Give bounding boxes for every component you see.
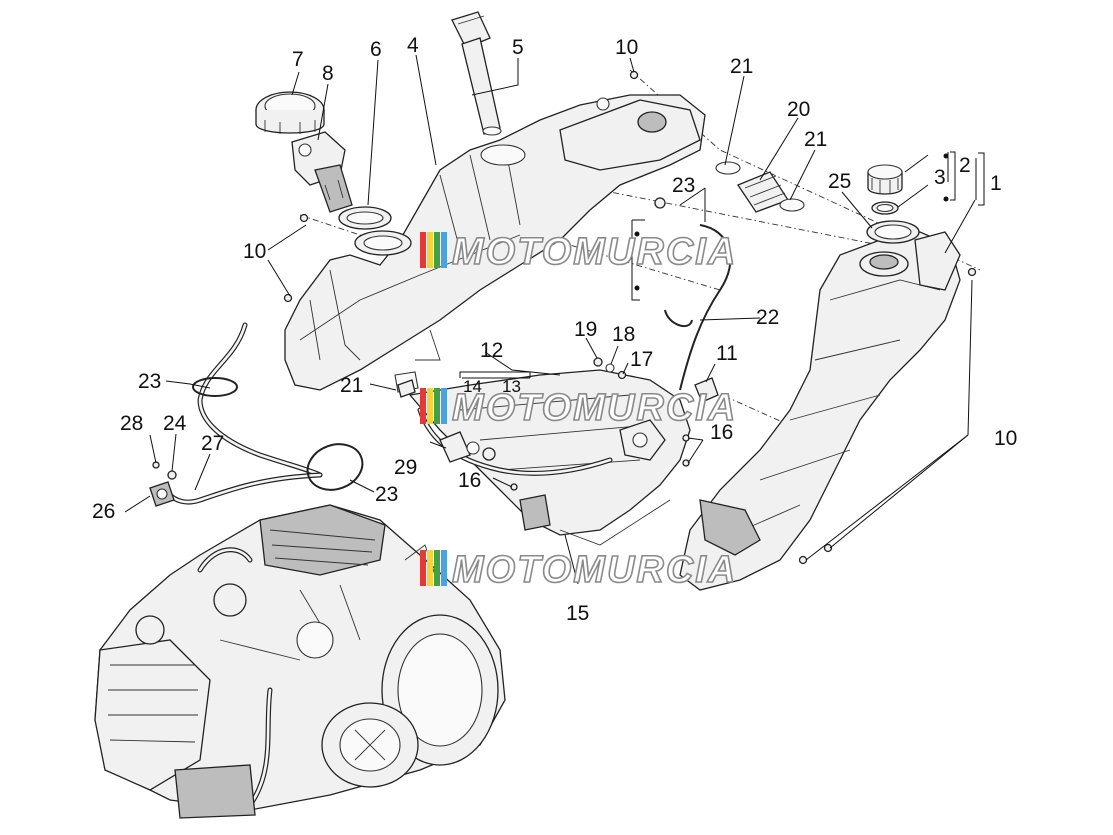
callout-23-left: 23	[138, 370, 161, 393]
leader-lines	[124, 54, 977, 585]
watermark-text: MOTOMURCIA	[452, 231, 737, 273]
callout-19: 19	[574, 318, 597, 341]
watermark-stripe-red	[420, 550, 426, 586]
callout-28: 28	[120, 412, 143, 435]
callout-16-left: 16	[458, 469, 481, 492]
watermark-middle: MOTOMURCIA	[420, 386, 737, 430]
watermark-stripe-green	[434, 232, 440, 268]
callout-15: 15	[566, 602, 589, 625]
watermark-stripe-green	[434, 550, 440, 586]
callout-10-left: 10	[243, 240, 266, 263]
watermark-stripe-blue	[441, 232, 447, 268]
callout-22: 22	[756, 306, 779, 329]
callout-4: 4	[407, 34, 419, 57]
callout-6: 6	[370, 38, 382, 61]
callout-3: 3	[934, 166, 946, 189]
callout-20: 20	[787, 98, 810, 121]
watermark-top: MOTOMURCIA	[420, 230, 737, 274]
callout-16-right: 16	[710, 421, 733, 444]
watermark-stripe-yellow	[427, 550, 433, 586]
watermark-bottom: MOTOMURCIA	[420, 548, 737, 592]
reference-dots	[634, 153, 949, 291]
callout-14: 14	[463, 377, 482, 396]
filler-hose-and-clamps	[397, 161, 805, 398]
callout-23-bottom: 23	[375, 483, 398, 506]
small-fittings	[149, 70, 977, 565]
callout-12: 12	[480, 339, 503, 362]
engine-assembly	[94, 504, 506, 819]
callout-23-middle: 23	[672, 174, 695, 197]
callout-8: 8	[322, 62, 334, 85]
watermark-text: MOTOMURCIA	[452, 387, 737, 429]
callout-13: 13	[502, 377, 521, 396]
callout-18: 18	[612, 323, 635, 346]
callout-27: 27	[201, 432, 224, 455]
lower-tank-body	[408, 369, 691, 546]
callout-11: 11	[716, 342, 738, 365]
callout-1: 1	[990, 172, 1002, 195]
watermark-stripe-yellow	[427, 232, 433, 268]
watermark-stripe-green	[434, 388, 440, 424]
breather-hoses	[167, 224, 732, 505]
watermark-stripe-blue	[441, 550, 447, 586]
callout-labels: 1 2 3 4 5 6 7 8 10 10 10 11 12 13 14 15 …	[92, 34, 1017, 625]
callout-10-right: 10	[994, 427, 1017, 450]
callout-24: 24	[163, 412, 187, 435]
callout-brackets	[459, 151, 985, 378]
callout-21-left: 21	[340, 374, 363, 397]
filler-cap-set	[866, 164, 920, 244]
callout-25: 25	[828, 170, 851, 193]
watermark-stripe-red	[420, 232, 426, 268]
watermark-stripe-blue	[441, 388, 447, 424]
fuel-pump-components	[255, 91, 412, 256]
fuel-level-sender	[451, 11, 502, 136]
callout-2: 2	[959, 154, 971, 177]
watermark-stripe-yellow	[427, 388, 433, 424]
callout-26: 26	[92, 500, 115, 523]
callout-5: 5	[512, 36, 524, 59]
callout-21-right: 21	[804, 128, 827, 151]
callout-10-top: 10	[615, 36, 638, 59]
callout-21-top: 21	[730, 55, 753, 78]
upper-fuel-tank	[284, 94, 706, 393]
callout-7: 7	[292, 48, 304, 71]
callout-17: 17	[630, 348, 653, 371]
callout-29: 29	[394, 456, 417, 479]
watermark-stripe-red	[420, 388, 426, 424]
watermark-text: MOTOMURCIA	[452, 549, 737, 591]
side-fuel-tank	[679, 231, 961, 591]
